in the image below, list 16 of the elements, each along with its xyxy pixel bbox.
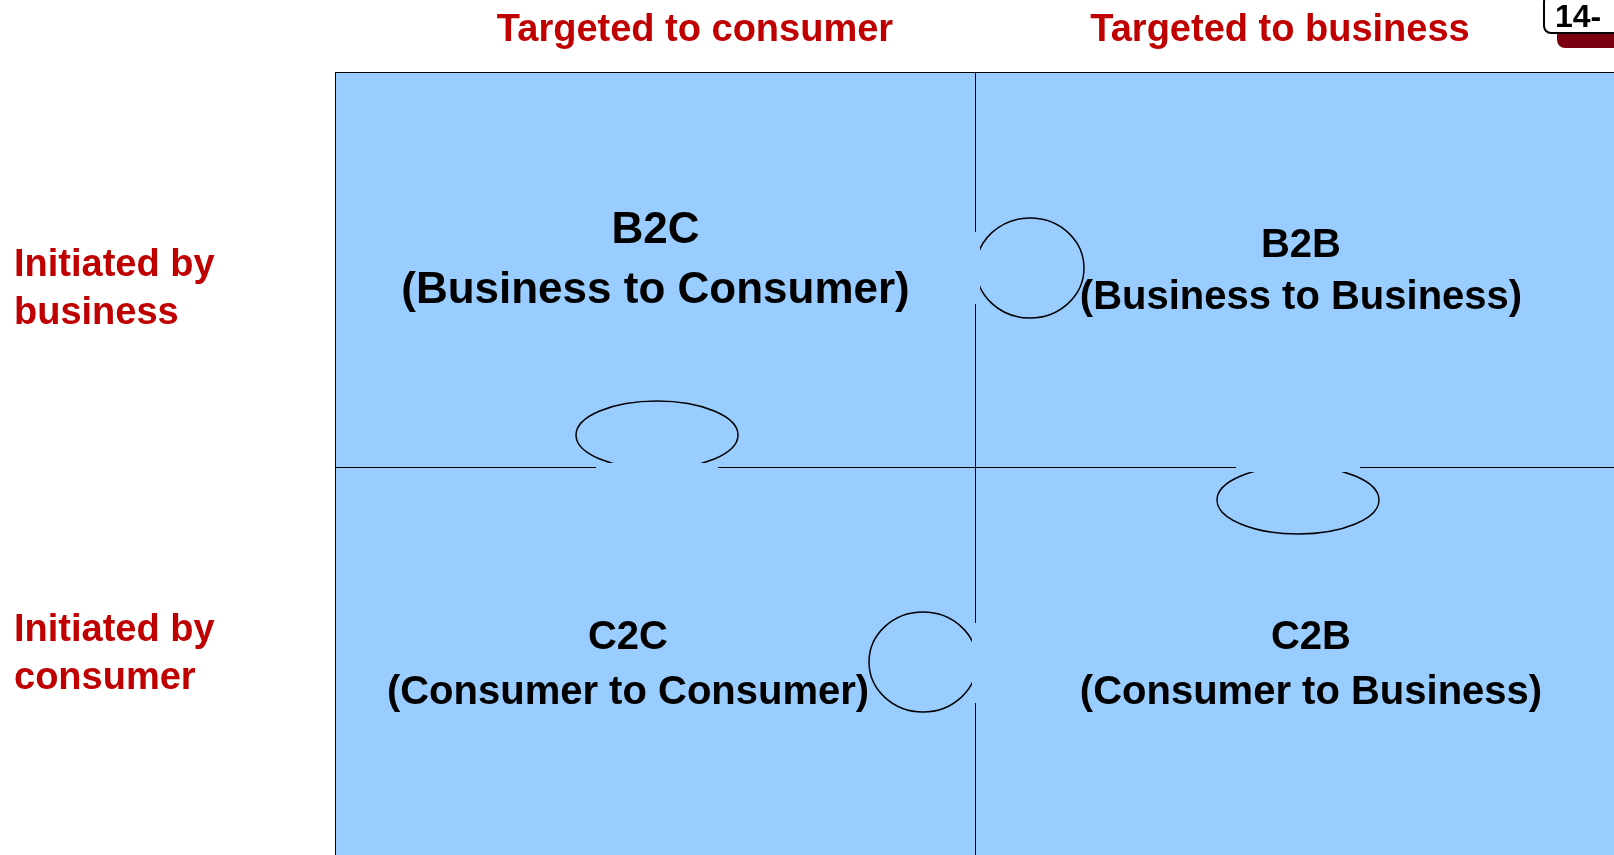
puzzle-piece: [335, 72, 976, 468]
category-heading: B2C: [610, 203, 701, 253]
puzzle-piece: [975, 72, 1614, 468]
category-description: (Business to Business): [1078, 273, 1524, 318]
puzzle-piece: [335, 467, 976, 855]
category-description: (Consumer to Business): [1078, 668, 1544, 713]
column-heading: Targeted to business: [1089, 6, 1471, 51]
column-heading: Targeted to consumer: [495, 6, 895, 51]
category-heading: C2C: [587, 613, 669, 658]
puzzle-piece: [975, 467, 1614, 855]
row-heading: Initiated by consumer: [14, 606, 216, 699]
category-description: (Consumer to Consumer): [385, 668, 871, 713]
category-description: (Business to Consumer): [400, 263, 911, 313]
category-heading: B2B: [1260, 221, 1342, 266]
row-heading: Initiated by business: [14, 241, 216, 334]
category-heading: C2B: [1270, 613, 1352, 658]
